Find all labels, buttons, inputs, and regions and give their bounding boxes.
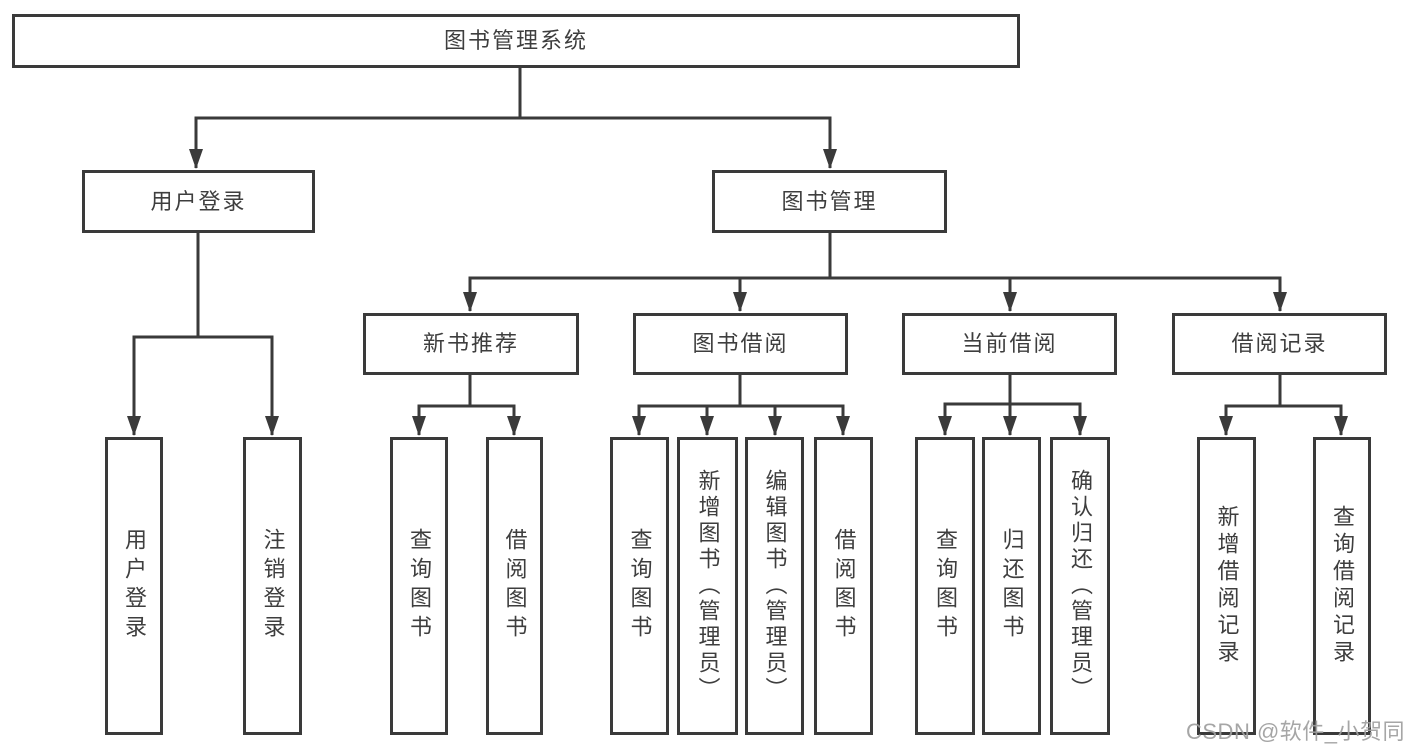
- node-label: 借阅记录: [1231, 331, 1328, 356]
- node-label: 图书借阅: [692, 331, 789, 356]
- node-label: 新增借阅记录: [1214, 505, 1240, 667]
- leaf-borrow-books-recommend: 借阅图书: [486, 437, 543, 735]
- leaf-query-books-current: 查询图书: [915, 437, 975, 735]
- branch-book-borrow: [632, 404, 850, 436]
- leaf-add-borrow-record: 新增借阅记录: [1197, 437, 1256, 735]
- leaf-add-book-admin: 新增图书（管理员）: [677, 437, 738, 735]
- watermark: CSDN @软件_小贺同学: [1186, 719, 1405, 744]
- node-label: 查询借阅记录: [1330, 505, 1355, 667]
- leaf-edit-book-admin: 编辑图书（管理员）: [745, 437, 804, 735]
- leaf-logout: 注销登录: [243, 437, 302, 735]
- node-user-login: 用户登录: [82, 170, 315, 233]
- node-library-system: 图书管理系统: [12, 14, 1020, 68]
- branch-new-book-recommend: [412, 404, 521, 436]
- node-label: 编辑图书（管理员）: [762, 469, 788, 703]
- branch-user-login: [127, 335, 279, 436]
- node-book-management: 图书管理: [712, 170, 947, 233]
- node-label: 图书管理: [781, 188, 878, 214]
- branch-borrow-records: [1219, 404, 1348, 436]
- node-label: 借阅图书: [831, 528, 857, 644]
- node-label: 用户登录: [122, 528, 147, 644]
- node-label: 用户登录: [150, 188, 247, 214]
- node-new-book-recommend: 新书推荐: [363, 313, 579, 375]
- leaf-query-borrow-record: 查询借阅记录: [1313, 437, 1371, 735]
- leaf-query-books-borrow: 查询图书: [610, 437, 669, 735]
- node-label: 查询图书: [407, 528, 432, 644]
- node-current-borrow: 当前借阅: [902, 313, 1117, 375]
- branch-root: [189, 116, 837, 169]
- node-label: 归还图书: [999, 528, 1025, 644]
- branch-book-management: [463, 276, 1287, 312]
- leaf-return-book: 归还图书: [982, 437, 1041, 735]
- node-label: 借阅图书: [502, 528, 528, 644]
- node-label: 查询图书: [627, 528, 653, 644]
- node-label: 图书管理系统: [443, 28, 588, 53]
- leaf-borrow-books: 借阅图书: [814, 437, 873, 735]
- node-borrow-records: 借阅记录: [1172, 313, 1387, 375]
- node-label: 确认归还（管理员）: [1068, 469, 1093, 703]
- node-label: 查询图书: [933, 528, 958, 644]
- leaf-query-books-recommend: 查询图书: [390, 437, 448, 735]
- node-label: 当前借阅: [961, 331, 1058, 356]
- leaf-confirm-return-admin: 确认归还（管理员）: [1050, 437, 1110, 735]
- node-label: 新书推荐: [422, 331, 519, 356]
- branch-current-borrow: [938, 402, 1087, 436]
- node-book-borrow: 图书借阅: [633, 313, 848, 375]
- leaf-user-login: 用户登录: [105, 437, 163, 735]
- node-label: 注销登录: [260, 528, 286, 644]
- node-label: 新增图书（管理员）: [695, 469, 721, 703]
